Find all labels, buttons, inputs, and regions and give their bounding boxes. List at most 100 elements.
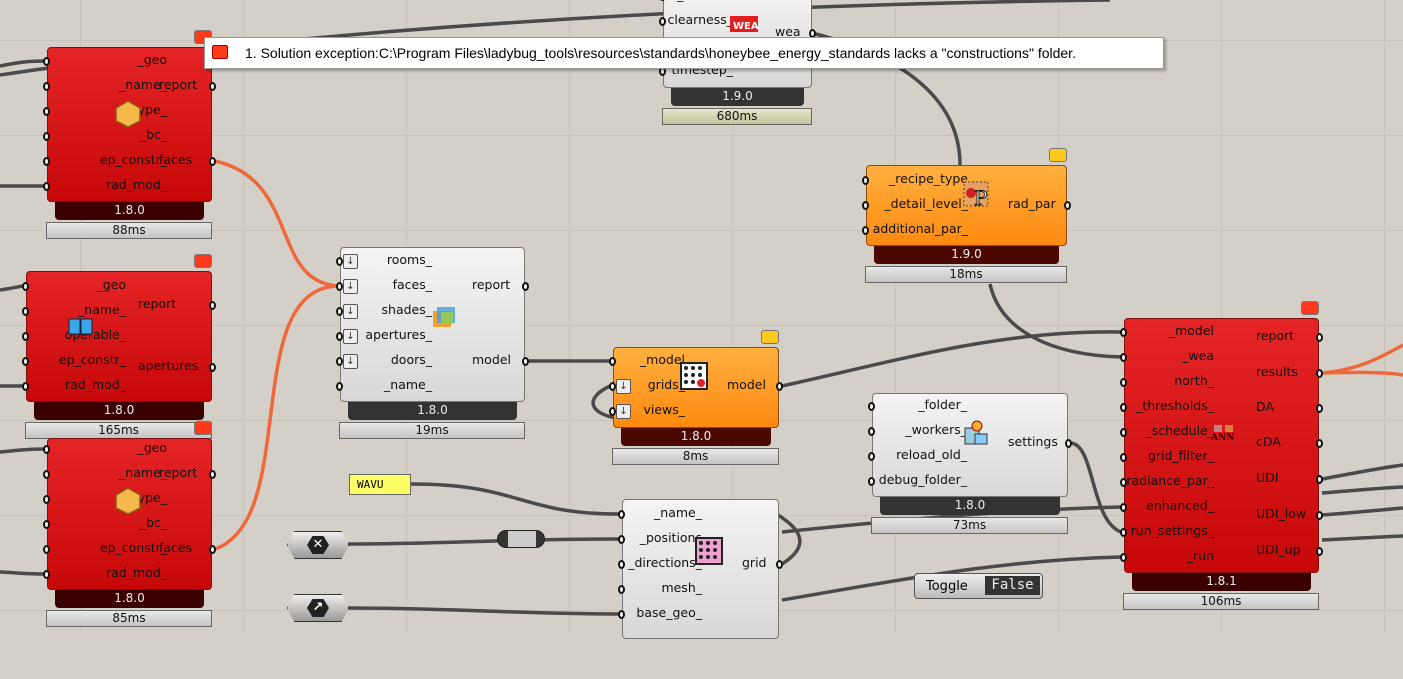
input-grip[interactable] — [1120, 453, 1127, 462]
input-grip[interactable] — [868, 427, 875, 436]
input-grip[interactable] — [22, 357, 29, 366]
input-grip[interactable] — [43, 57, 50, 66]
component-face-a[interactable]: _geo_name__type__bc_ep_constr_rad_mod_re… — [43, 30, 216, 242]
input-grip[interactable] — [336, 282, 343, 291]
component-body[interactable] — [622, 499, 779, 639]
output-grip[interactable] — [776, 560, 783, 569]
input-grip[interactable] — [336, 332, 343, 341]
input-grip[interactable] — [1120, 353, 1127, 362]
input-grip[interactable] — [43, 470, 50, 479]
component-aperture[interactable]: _geo_name_operable_ep_constr_rad_mod_rep… — [22, 254, 216, 442]
input-grip[interactable] — [618, 510, 625, 519]
input-grip[interactable] — [43, 545, 50, 554]
input-grip[interactable] — [336, 257, 343, 266]
output-grip[interactable] — [776, 382, 783, 391]
input-grip[interactable] — [618, 585, 625, 594]
graft-arrow-icon: ↓ — [343, 329, 358, 344]
input-grip[interactable] — [862, 226, 869, 235]
boolean-toggle[interactable]: Toggle False — [914, 573, 1043, 599]
input-grip[interactable] — [336, 382, 343, 391]
output-grip[interactable] — [1065, 439, 1072, 448]
component-settings[interactable]: _folder__workers_reload_old_debug_folder… — [868, 393, 1072, 537]
output-grip[interactable] — [1316, 439, 1323, 448]
output-grip[interactable] — [1316, 333, 1323, 342]
error-bubble-icon[interactable] — [194, 254, 212, 268]
input-grip[interactable] — [1120, 528, 1127, 537]
input-grip[interactable] — [868, 402, 875, 411]
component-model[interactable]: rooms_↓faces_↓shades_↓apertures_↓doors_↓… — [336, 247, 529, 442]
output-grip[interactable] — [1064, 201, 1071, 210]
input-grip[interactable] — [618, 535, 625, 544]
error-bubble-icon[interactable] — [1301, 301, 1319, 315]
input-grip[interactable] — [43, 157, 50, 166]
warning-bubble-icon[interactable] — [761, 330, 779, 344]
output-grip[interactable] — [1316, 547, 1323, 556]
runtime-label: 18ms — [865, 266, 1067, 283]
input-grip[interactable] — [1120, 378, 1127, 387]
wavu-panel[interactable]: WAVU — [349, 474, 411, 495]
input-grip[interactable] — [43, 520, 50, 529]
input-grip[interactable] — [609, 407, 616, 416]
input-grip[interactable] — [659, 17, 666, 26]
output-grip[interactable] — [209, 157, 216, 166]
input-grip[interactable] — [868, 452, 875, 461]
input-grip[interactable] — [1120, 478, 1127, 487]
output-grip[interactable] — [209, 545, 216, 554]
output-grip[interactable] — [522, 282, 529, 291]
input-grip[interactable] — [862, 201, 869, 210]
input-grip[interactable] — [1120, 403, 1127, 412]
input-grip[interactable] — [862, 176, 869, 185]
input-grip[interactable] — [22, 382, 29, 391]
output-grip[interactable] — [209, 470, 216, 479]
output-report: report — [1256, 328, 1295, 343]
input-grip[interactable] — [1120, 503, 1127, 512]
hexagon-face-icon — [115, 487, 141, 519]
component-grid[interactable]: _name__positions_directions_mesh_base_ge… — [618, 499, 783, 679]
output-grip[interactable] — [1316, 369, 1323, 378]
input-grip[interactable] — [609, 382, 616, 391]
input-grip[interactable] — [609, 357, 616, 366]
output-grip[interactable] — [1316, 404, 1323, 413]
cancel-hex-button[interactable]: ✕ — [287, 531, 349, 559]
relay[interactable] — [497, 530, 545, 548]
input-grip[interactable] — [43, 107, 50, 116]
toggle-value[interactable]: False — [985, 576, 1040, 595]
input-recipetype: _recipe_type — [889, 171, 968, 186]
output-grip[interactable] — [209, 301, 216, 310]
input-grip[interactable] — [43, 182, 50, 191]
input-grip[interactable] — [22, 332, 29, 341]
component-body[interactable] — [872, 393, 1068, 497]
output-grip[interactable] — [209, 363, 216, 372]
input-grip[interactable] — [43, 82, 50, 91]
component-rad-par[interactable]: _recipe_type_detail_level_additional_par… — [862, 148, 1071, 286]
input-grip[interactable] — [1120, 553, 1127, 562]
error-bubble-icon[interactable] — [194, 421, 212, 435]
output-grip[interactable] — [1316, 511, 1323, 520]
tooltip-text: 1. Solution exception:C:\Program Files\l… — [245, 45, 1076, 61]
component-face-b[interactable]: _geo_name__type__bc_ep_constr_rad_mod_re… — [43, 421, 216, 630]
output-grip[interactable] — [1316, 475, 1323, 484]
input-grip[interactable] — [43, 445, 50, 454]
input-grip[interactable] — [1120, 428, 1127, 437]
input-grip[interactable] — [868, 477, 875, 486]
vector-hex-button[interactable]: ↗ — [287, 594, 349, 622]
component-body[interactable] — [1124, 318, 1319, 573]
graft-arrow-icon: ↓ — [616, 379, 631, 394]
input-grip[interactable] — [43, 570, 50, 579]
warning-bubble-icon[interactable] — [1049, 148, 1067, 162]
output-grip[interactable] — [522, 357, 529, 366]
input-grip[interactable] — [43, 495, 50, 504]
input-grip[interactable] — [43, 132, 50, 141]
input-grip[interactable] — [22, 282, 29, 291]
input-grip[interactable] — [618, 560, 625, 569]
output-grip[interactable] — [209, 82, 216, 91]
output-results: results — [1256, 364, 1298, 379]
input-grip[interactable] — [1120, 328, 1127, 337]
input-grip[interactable] — [22, 307, 29, 316]
input-grip[interactable] — [336, 357, 343, 366]
input-grip[interactable] — [336, 307, 343, 316]
input-grip[interactable] — [618, 610, 625, 619]
component-body[interactable] — [340, 247, 525, 402]
